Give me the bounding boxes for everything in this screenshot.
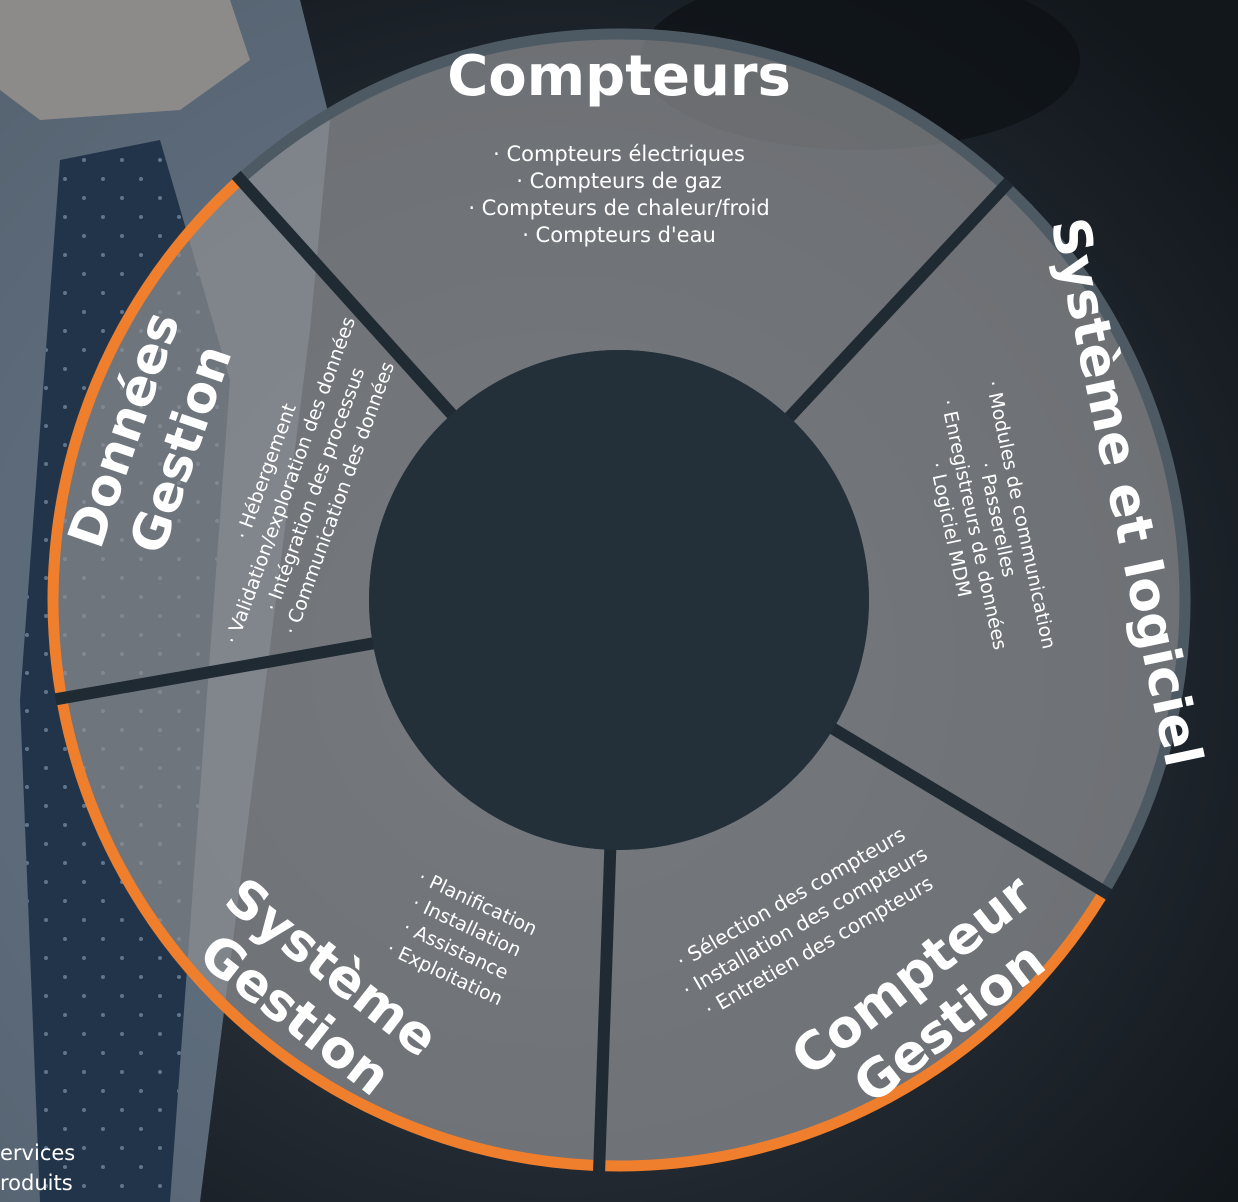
- segment-border-compteurs: [241, 28, 1005, 187]
- segment-item-compteurs: · Compteurs d'eau: [522, 223, 716, 247]
- segment-item-compteurs: · Compteurs de gaz: [516, 169, 722, 193]
- segment-systeme-logiciel: [789, 183, 1190, 894]
- center-circle: [369, 350, 869, 850]
- segment-divider: [593, 839, 617, 1172]
- segment-gestion-systeme: [57, 643, 611, 1170]
- segment-border-gestion-compteur: [605, 893, 1106, 1172]
- segment-divider: [821, 718, 1113, 900]
- segment-compteurs: [237, 30, 1008, 418]
- segment-divider: [231, 170, 463, 426]
- segment-border-gestion-systeme: [57, 703, 594, 1171]
- legend: ervices roduits: [0, 1138, 75, 1198]
- legend-item-services: ervices: [0, 1141, 76, 1165]
- segment-divider: [778, 177, 1014, 429]
- segment-border-systeme-logiciel: [1005, 186, 1191, 890]
- segment-title-compteurs: Compteurs: [447, 44, 791, 109]
- legend-item-produits: roduits: [0, 1171, 73, 1195]
- segment-divider: [54, 635, 384, 706]
- segment-border-gestion-donnees: [47, 179, 240, 694]
- segment-gestion-compteur: [599, 728, 1108, 1171]
- segment-item-compteurs: · Compteurs de chaleur/froid: [468, 196, 769, 220]
- segment-item-compteurs: · Compteurs électriques: [493, 142, 745, 166]
